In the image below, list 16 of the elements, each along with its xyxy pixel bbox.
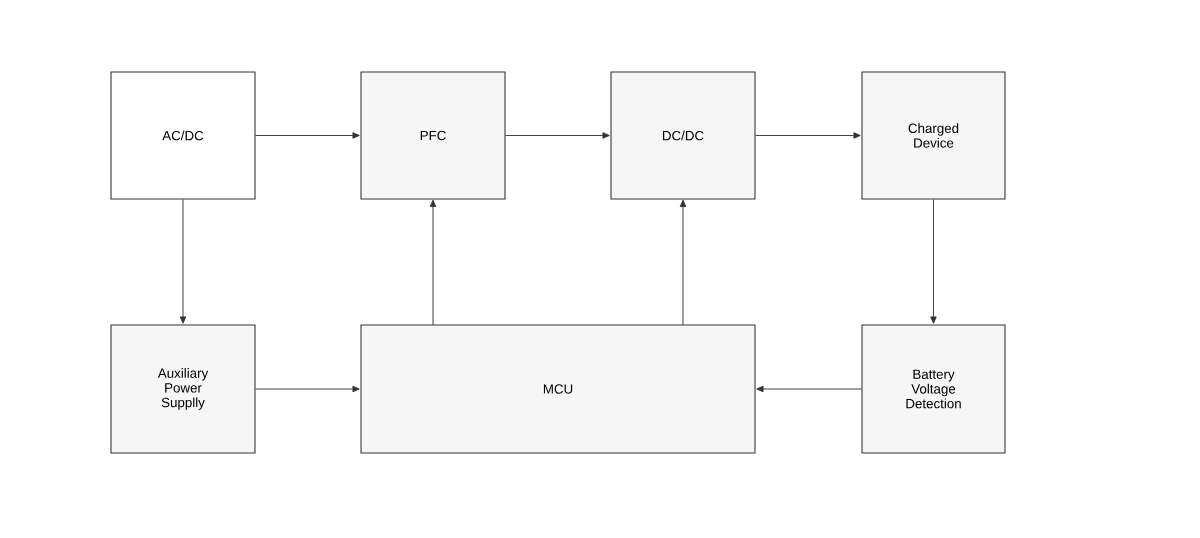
block-box: DC/DC	[610, 71, 756, 200]
arrow	[255, 132, 360, 139]
arrow	[755, 132, 861, 139]
block-box: PFC	[360, 71, 506, 200]
block-box: Charged Device	[861, 71, 1006, 200]
arrow	[679, 199, 687, 326]
arrow	[756, 385, 862, 393]
arrow	[179, 199, 187, 324]
block-box: MCU	[360, 324, 756, 454]
block-box: Battery Voltage Detection	[861, 324, 1006, 454]
block-box: Auxiliary Power Supplly	[110, 324, 256, 454]
block-box: AC/DC	[110, 71, 256, 200]
arrow	[930, 199, 937, 324]
arrow	[255, 385, 360, 393]
arrow	[429, 199, 437, 326]
arrow	[505, 132, 610, 139]
